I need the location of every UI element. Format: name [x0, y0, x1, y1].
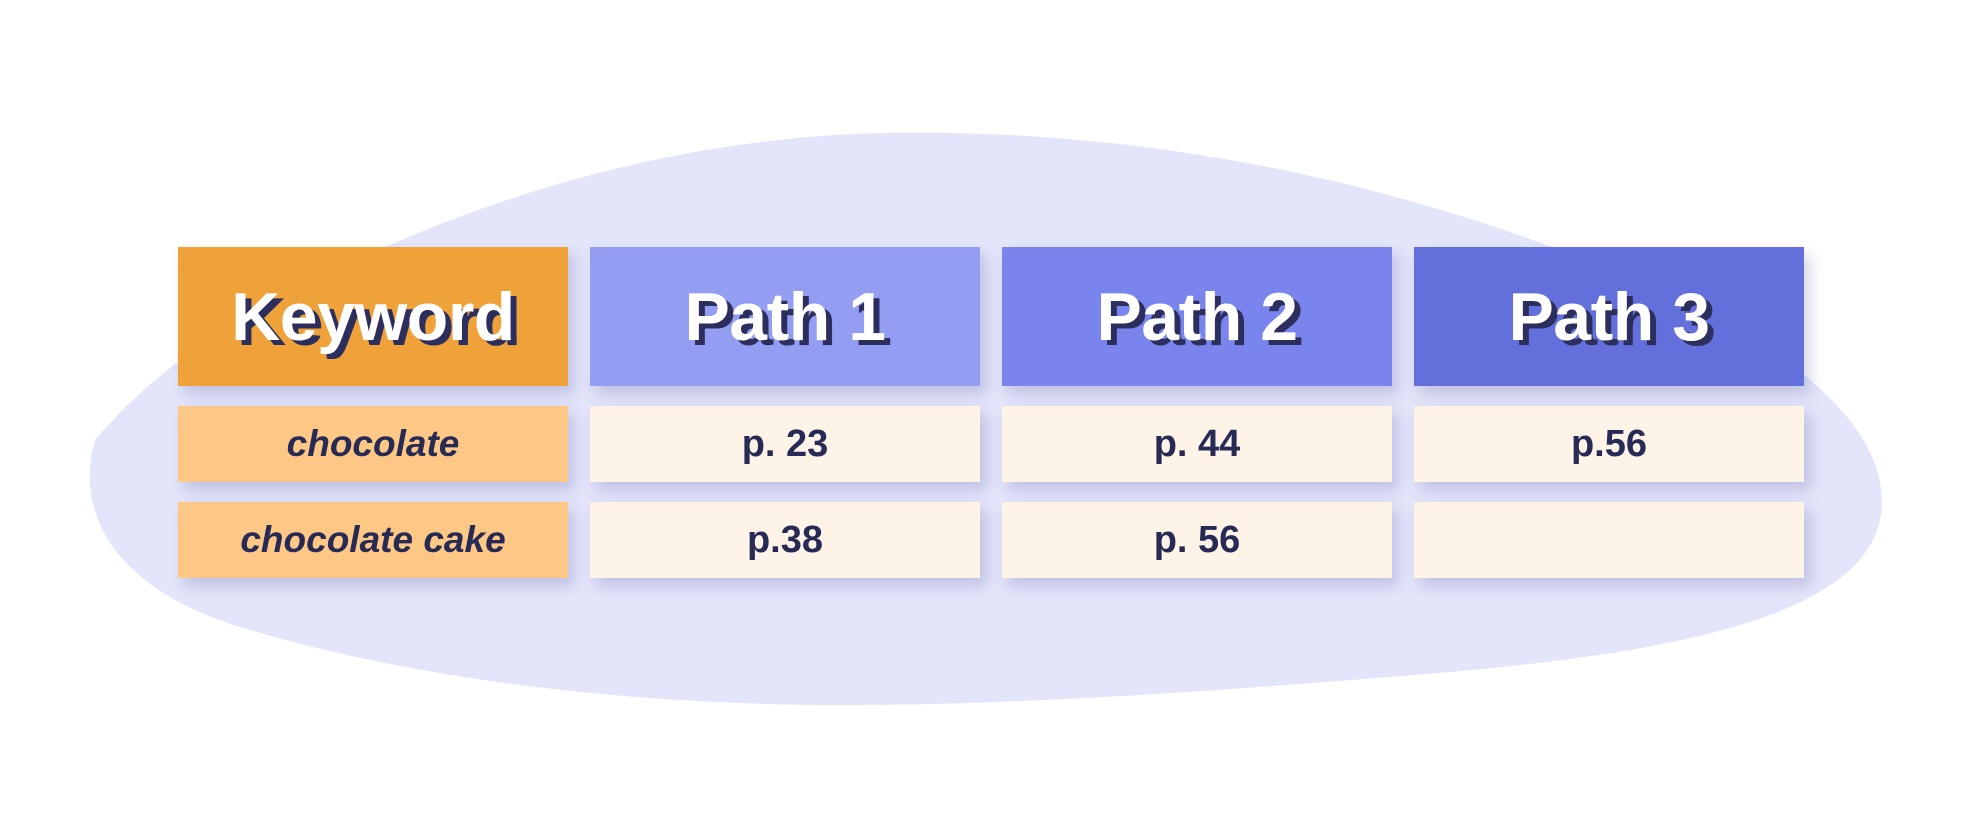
row-2-keyword: chocolate cake — [240, 519, 506, 560]
row-2-path-3-cell — [1414, 502, 1804, 578]
row-2-keyword-cell: chocolate cake — [178, 502, 568, 578]
header-keyword-label: Keyword — [231, 278, 515, 355]
header-path-3-label: Path 3 — [1508, 278, 1710, 355]
row-1-path-3-value: p.56 — [1570, 422, 1648, 465]
header-path-2-label: Path 2 — [1096, 278, 1298, 355]
row-1-path-2-cell: p. 44 — [1002, 406, 1392, 482]
header-path-1: Path 1 — [590, 247, 980, 386]
row-1-path-2-value: p. 44 — [1153, 422, 1241, 465]
header-path-1-label: Path 1 — [684, 278, 886, 355]
header-keyword: Keyword — [178, 247, 568, 386]
row-2-path-1-value: p.38 — [746, 518, 824, 561]
row-1-path-1-cell: p. 23 — [590, 406, 980, 482]
row-1-path-1-value: p. 23 — [741, 422, 829, 465]
header-path-3: Path 3 — [1414, 247, 1804, 386]
row-2-path-2-value: p. 56 — [1153, 518, 1241, 561]
row-2-path-1-cell: p.38 — [590, 502, 980, 578]
row-1-path-3-cell: p.56 — [1414, 406, 1804, 482]
row-2-path-2-cell: p. 56 — [1002, 502, 1392, 578]
row-1-keyword-cell: chocolate — [178, 406, 568, 482]
row-1-keyword: chocolate — [286, 423, 460, 464]
keyword-path-table: Keyword Path 1 Path 2 Path 3 chocolate p… — [178, 247, 1805, 578]
header-path-2: Path 2 — [1002, 247, 1392, 386]
